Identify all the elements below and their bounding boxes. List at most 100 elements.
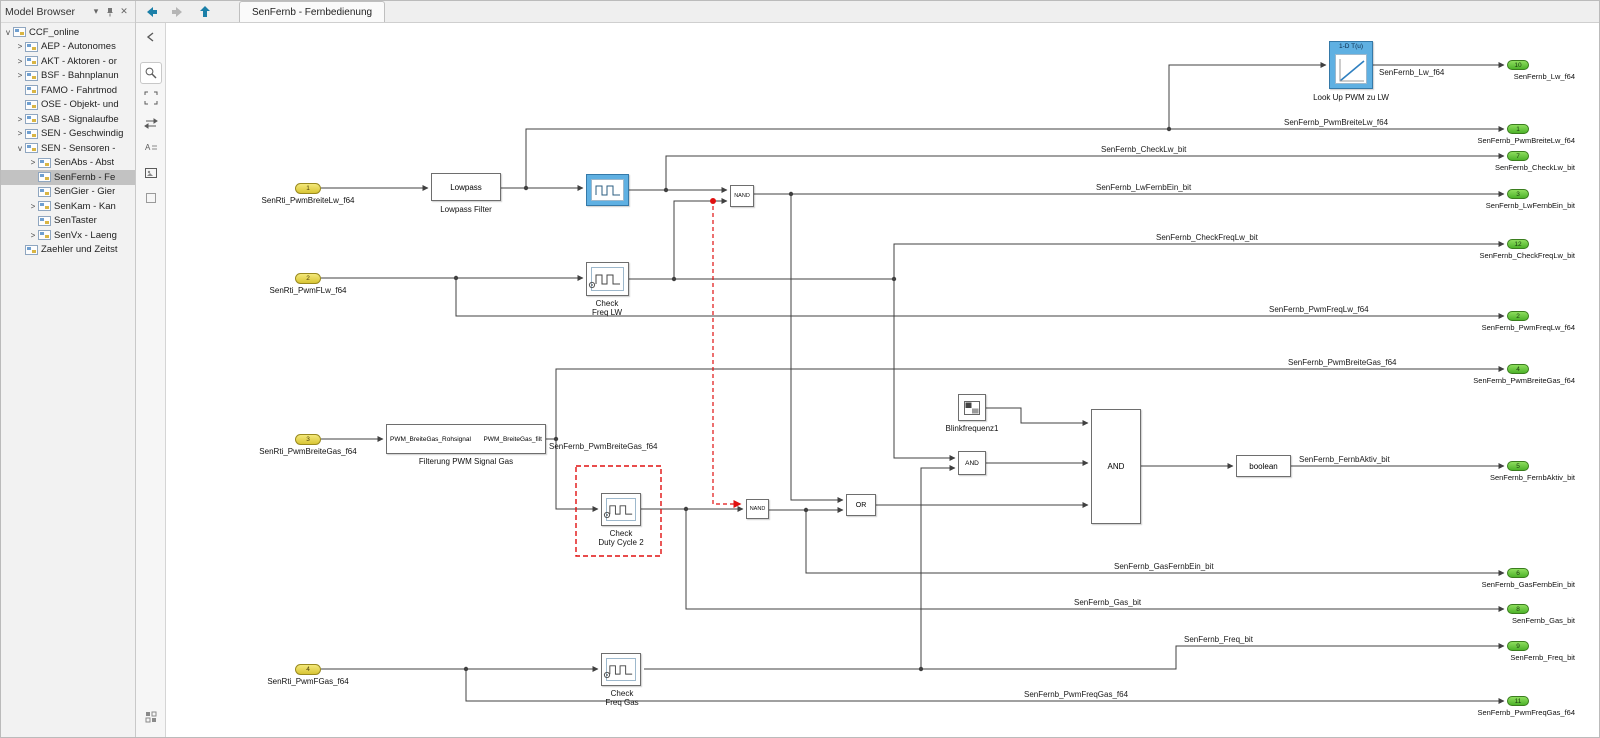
gear-icon <box>603 506 611 524</box>
lowpass-block[interactable]: Lowpass <box>431 173 501 201</box>
inport-label: SenRti_PwmFLw_f64 <box>269 286 347 295</box>
wires-layer <box>321 62 1505 704</box>
block-label: Blinkfrequenz1 <box>945 424 999 433</box>
tree-item[interactable]: >BSF - Bahnplanun <box>1 69 135 84</box>
outport-checklw[interactable]: 7 <box>1507 151 1529 161</box>
inport-2[interactable]: 2 <box>295 273 321 284</box>
port-number: 3 <box>1516 190 1520 198</box>
outport-label: SenFernb_PwmBreiteLw_f64 <box>1477 136 1575 145</box>
outport-pwmfreqgas[interactable]: 11 <box>1507 696 1529 706</box>
panel-title: Model Browser <box>5 5 76 18</box>
panel-menu-icon[interactable]: ▾ <box>93 6 99 16</box>
pin-icon[interactable] <box>103 5 117 19</box>
tree-item[interactable]: SenTaster <box>1 214 135 229</box>
chevron-icon[interactable]: v <box>18 143 22 153</box>
chevron-icon[interactable]: v <box>6 27 10 37</box>
outport-pwmfreqlw[interactable]: 2 <box>1507 311 1529 321</box>
image-icon[interactable] <box>140 162 162 184</box>
outport-lw[interactable]: 10 <box>1507 60 1529 70</box>
subsystem-icon <box>25 99 38 110</box>
tree-item[interactable]: >AKT - Aktoren - or <box>1 54 135 69</box>
wire-label: SenFernb_PwmFreqGas_f64 <box>1024 690 1129 699</box>
filterung-subsystem-block[interactable]: PWM_BreiteGas_Rohsignal PWM_BreiteGas_fi… <box>386 424 546 454</box>
chevron-icon[interactable]: > <box>17 114 23 124</box>
tree-item[interactable]: >SenAbs - Abst <box>1 156 135 171</box>
chevron-icon[interactable]: > <box>17 71 23 81</box>
zoom-icon[interactable] <box>139 62 162 84</box>
signal-wires[interactable] <box>321 62 1505 704</box>
block-text: NAND <box>734 193 750 199</box>
outport-gas[interactable]: 8 <box>1507 604 1529 614</box>
tree-item[interactable]: >SEN - Geschwindig <box>1 127 135 142</box>
outport-label: SenFernb_LwFernbEin_bit <box>1485 201 1575 210</box>
outport-checkfreqlw[interactable]: 12 <box>1507 239 1529 249</box>
tab-senfernb[interactable]: SenFernb - Fernbedienung <box>239 1 386 22</box>
inport-1[interactable]: 1 <box>295 183 321 194</box>
inport-label: SenRti_PwmFGas_f64 <box>267 677 349 686</box>
nand-gate-2[interactable]: NAND <box>746 499 769 519</box>
inport-4[interactable]: 4 <box>295 664 321 675</box>
lookup-table-block[interactable]: 1-D T(u) <box>1329 41 1373 89</box>
outport-gasfernbein[interactable]: 6 <box>1507 568 1529 578</box>
outport-pwmbreitelw[interactable]: 1 <box>1507 124 1529 134</box>
canvas-palette: A <box>136 23 166 737</box>
tree-item[interactable]: SenGier - Gier <box>1 185 135 200</box>
inport-3[interactable]: 3 <box>295 434 321 445</box>
outport-fernbaktiv[interactable]: 5 <box>1507 461 1529 471</box>
up-to-parent-button[interactable] <box>193 2 217 22</box>
wire-label: SenFernb_CheckFreqLw_bit <box>1156 233 1258 242</box>
blinkfrequenz-block[interactable] <box>958 394 986 421</box>
port-number: 6 <box>1516 569 1520 577</box>
or-gate[interactable]: OR <box>846 494 876 516</box>
tree-item[interactable]: FAMO - Fahrtmod <box>1 83 135 98</box>
tree-item[interactable]: OSE - Objekt- und <box>1 98 135 113</box>
outport-pwmbreitegas[interactable]: 4 <box>1507 364 1529 374</box>
outport-label: SenFernb_PwmFreqLw_f64 <box>1481 323 1575 332</box>
subsystem-icon <box>38 201 51 212</box>
outport-freq[interactable]: 9 <box>1507 641 1529 651</box>
block-text: NAND <box>749 506 766 512</box>
tree-item[interactable]: Zaehler und Zeitst <box>1 243 135 258</box>
viewmark-icon[interactable] <box>140 187 162 209</box>
check-freq-lw-block[interactable] <box>586 262 629 296</box>
gear-icon <box>588 276 596 294</box>
subsystem-icon <box>38 172 51 183</box>
tree-item[interactable]: >SAB - Signalaufbe <box>1 112 135 127</box>
forward-button[interactable] <box>166 2 190 22</box>
tree-item[interactable]: > SenKam - Kan <box>1 199 135 214</box>
reroute-arrows-icon[interactable] <box>140 112 162 134</box>
tree-item-senfernb[interactable]: SenFernb - Fe <box>1 170 135 185</box>
tree-item[interactable]: >SenVx - Laeng <box>1 228 135 243</box>
check-duty-cycle-block-selected[interactable] <box>586 174 629 206</box>
boolean-cast-block[interactable]: boolean <box>1236 455 1291 477</box>
and-gate-small[interactable]: AND <box>958 451 986 475</box>
chevron-icon[interactable]: > <box>30 158 36 168</box>
chevron-icon[interactable]: > <box>17 56 23 66</box>
check-duty-cycle-2-block[interactable] <box>601 493 641 526</box>
chevron-icon[interactable]: > <box>17 129 23 139</box>
block-diagram-canvas[interactable]: 1 SenRti_PwmBreiteLw_f64 2 SenRti_PwmFLw… <box>166 23 1599 737</box>
chevron-icon[interactable]: > <box>17 42 23 52</box>
check-freq-gas-block[interactable] <box>601 653 641 686</box>
tree-item-label: SenKam - Kan <box>54 200 116 212</box>
nand-gate-1[interactable]: NAND <box>730 185 754 207</box>
and-gate-large[interactable]: AND <box>1091 409 1141 524</box>
outport-label: SenFernb_CheckLw_bit <box>1494 163 1575 172</box>
block-text: OR <box>855 501 867 509</box>
chevron-icon[interactable]: > <box>30 230 36 240</box>
hide-browser-icon[interactable] <box>140 26 162 48</box>
close-panel-icon[interactable]: ✕ <box>120 6 128 16</box>
outport-lwfernbein[interactable]: 3 <box>1507 189 1529 199</box>
back-button[interactable] <box>139 2 163 22</box>
fit-to-view-icon[interactable] <box>140 87 162 109</box>
annotation-icon[interactable]: A <box>140 137 162 159</box>
legend-icon[interactable] <box>140 706 162 728</box>
tree-item[interactable]: > AEP - Autonomes <box>1 40 135 55</box>
tree-item-label: AEP - Autonomes <box>41 41 116 53</box>
chevron-icon[interactable]: > <box>30 201 36 211</box>
